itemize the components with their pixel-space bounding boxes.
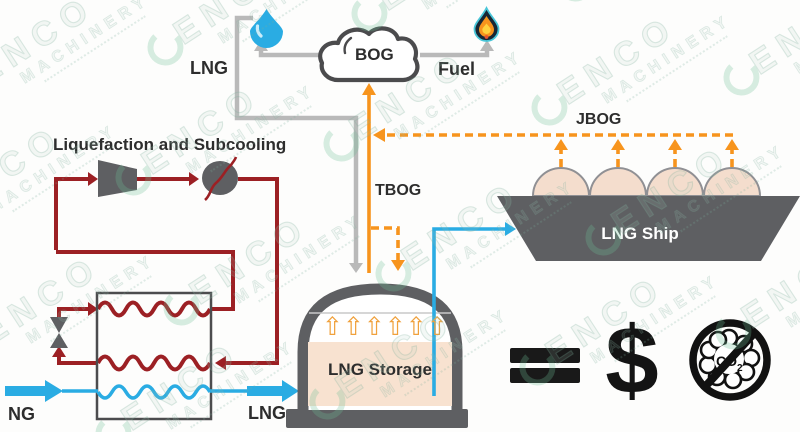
label-tbog: TBOG <box>375 182 422 199</box>
label-lng-ship: LNG Ship <box>601 224 679 243</box>
label-liquefaction: Liquefaction and Subcooling <box>53 135 287 154</box>
ship-dome-2 <box>588 167 648 197</box>
ship-dome-3 <box>645 167 705 197</box>
co2-subscript: 2 <box>737 363 743 374</box>
refrigerant-loop-pipe <box>54 177 279 372</box>
lng-storage-tank <box>286 283 468 428</box>
label-lng-product: LNG <box>248 403 286 423</box>
recondensed-lng-return-pipe <box>234 15 490 264</box>
ng-inlet-arrow <box>5 380 63 402</box>
flame-icon <box>473 5 500 42</box>
equals-icon <box>510 348 580 383</box>
aftercooler-icon <box>202 156 238 201</box>
lng-ship <box>497 167 800 261</box>
dollar-icon: $ <box>605 307 659 414</box>
label-bog: BOG <box>355 45 394 64</box>
lng-drop-icon <box>250 9 283 48</box>
bog-cloud-icon <box>318 26 420 83</box>
compressor-icon <box>98 160 137 197</box>
boiloff-arrows-icon: ⇧⇧⇧⇧⇧⇧ <box>322 312 448 341</box>
lng-to-tank-arrow <box>247 380 299 402</box>
ship-dome-1 <box>531 167 591 197</box>
heat-exchanger-box <box>95 291 213 421</box>
loading-arrowhead <box>505 222 516 236</box>
red-arrowheads <box>52 172 226 370</box>
tank-liquid <box>308 342 452 406</box>
jbog-dashed-pipes <box>371 133 734 260</box>
label-fuel: Fuel <box>438 59 476 79</box>
ng-feed-line <box>62 384 248 400</box>
no-co2-icon: CO 2 <box>689 319 771 401</box>
lng-loading-line <box>432 227 506 396</box>
label-lng-storage: LNG Storage <box>328 360 432 379</box>
label-ng: NG <box>8 404 35 424</box>
expansion-valve-icon <box>50 317 68 348</box>
orange-arrowheads <box>362 83 739 271</box>
ship-dome-4 <box>702 167 762 197</box>
ship-hull <box>497 196 800 261</box>
label-jbog: JBOG <box>576 111 622 128</box>
label-lng-recondensed: LNG <box>190 58 228 78</box>
